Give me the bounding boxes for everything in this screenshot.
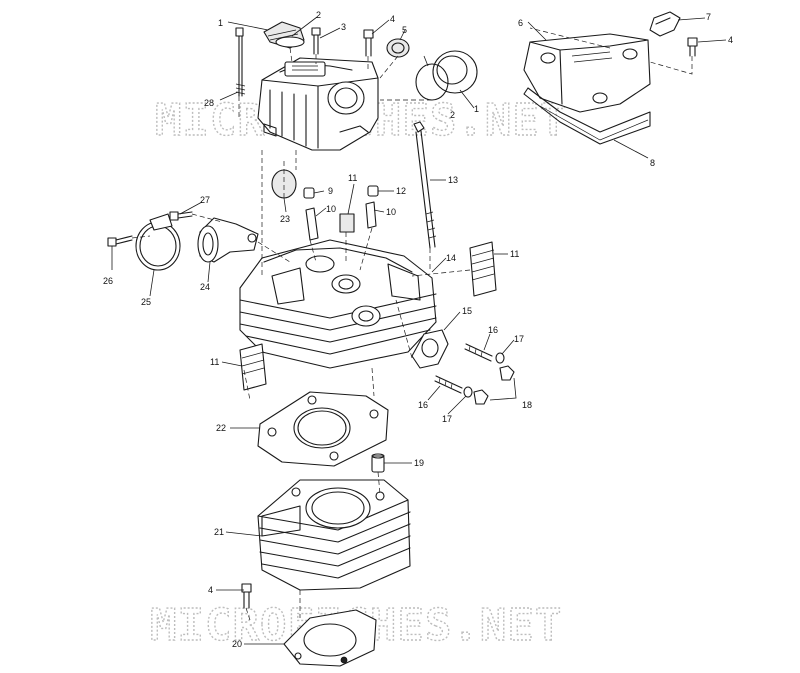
part-14-cylinder-head — [239, 239, 437, 369]
part-13-stud — [413, 121, 437, 249]
callout-1-top: 1 — [218, 18, 223, 28]
callout-6: 6 — [518, 18, 523, 28]
part-21-cylinder — [257, 479, 411, 591]
part-3-bolt — [311, 27, 321, 55]
part-4-bolt-bottom — [241, 583, 252, 609]
callout-4-bottom: 4 — [208, 585, 213, 595]
callout-4-right: 4 — [728, 35, 733, 45]
part-17-washer-upper — [495, 352, 505, 364]
callout-22: 22 — [216, 423, 226, 433]
part-11-seal-left — [239, 343, 267, 391]
callout-15: 15 — [462, 306, 472, 316]
part-12-cap — [367, 185, 379, 197]
callout-14: 14 — [446, 253, 456, 263]
callout-25: 25 — [141, 297, 151, 307]
callout-28: 28 — [204, 98, 214, 108]
callout-4-top: 4 — [390, 14, 395, 24]
valve-cover — [523, 33, 651, 145]
part-1-cover — [432, 50, 478, 94]
part-18-nut-lower — [473, 389, 489, 405]
part-17-washer-lower — [463, 386, 473, 398]
callout-3: 3 — [341, 22, 346, 32]
part-24-intake-boot — [197, 217, 259, 263]
dash-4-right — [649, 56, 693, 75]
callout-8: 8 — [650, 158, 655, 168]
callout-9: 9 — [328, 186, 333, 196]
part-16-stud-lower — [434, 375, 463, 394]
callout-11-left: 11 — [210, 357, 219, 367]
part-11-seal-right — [469, 241, 497, 297]
callout-11-top: 11 — [348, 173, 357, 183]
callout-12: 12 — [396, 186, 406, 196]
part-10-guide-right — [365, 201, 377, 229]
callout-5: 5 — [402, 25, 407, 35]
part-10-guide-left — [305, 207, 319, 241]
callout-24: 24 — [200, 282, 210, 292]
part-11-seal-upper — [339, 213, 355, 233]
part-19-dowel — [371, 453, 385, 473]
callout-13: 13 — [448, 175, 458, 185]
callout-17-lower: 17 — [442, 414, 452, 424]
callout-2-top: 2 — [316, 10, 321, 20]
part-22-head-gasket — [257, 391, 389, 467]
callout-11-right: 11 — [510, 249, 519, 259]
part-15-gasket — [411, 329, 449, 369]
callout-1-right: 1 — [474, 104, 479, 114]
part-5-plug — [386, 38, 410, 58]
callout-26: 26 — [103, 276, 113, 286]
part-4-bolt-right — [687, 37, 698, 57]
callout-27: 27 — [200, 195, 210, 205]
callout-10-right: 10 — [386, 207, 396, 217]
callout-10-left: 10 — [326, 204, 336, 214]
callout-2-right: 2 — [450, 110, 455, 120]
leader-lines — [111, 16, 727, 645]
part-7-fitting — [649, 11, 681, 37]
part-4-bolt — [363, 29, 374, 57]
part-28-bolt — [235, 27, 246, 97]
callout-19: 19 — [414, 458, 424, 468]
callout-16-lower: 16 — [418, 400, 428, 410]
callout-7: 7 — [706, 12, 711, 22]
callout-21: 21 — [214, 527, 224, 537]
part-20-base-gasket — [283, 609, 377, 667]
callout-23: 23 — [280, 214, 290, 224]
part-16-stud-upper — [464, 343, 493, 362]
part-26-screw — [107, 235, 133, 247]
part-9-cap — [303, 187, 315, 199]
assembly-lines — [131, 27, 611, 621]
part-25-clamp — [135, 213, 181, 271]
callout-18: 18 — [522, 400, 532, 410]
part-2-seal — [275, 36, 305, 48]
part-18-nut-upper — [499, 365, 515, 381]
camshaft-carrier — [257, 57, 379, 151]
callout-16-upper: 16 — [488, 325, 498, 335]
callout-20: 20 — [232, 639, 242, 649]
callout-labels: 1 2 3 4 5 1 2 28 6 7 4 8 27 26 25 24 23 … — [103, 10, 733, 649]
part-27-screw — [169, 211, 193, 221]
callout-17-upper: 17 — [514, 334, 524, 344]
